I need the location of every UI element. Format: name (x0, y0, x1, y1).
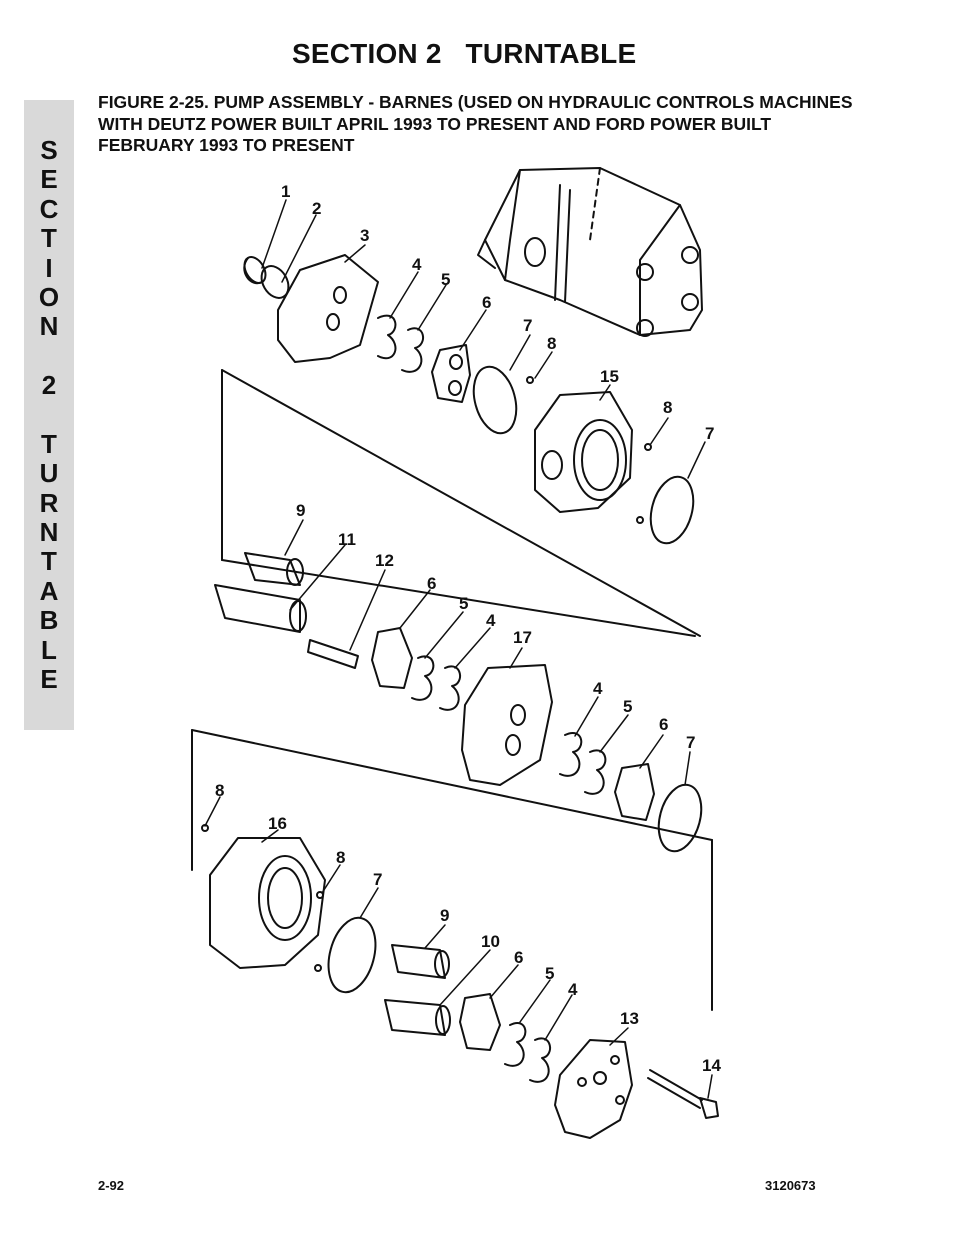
side-letter: R (39, 487, 59, 518)
callout-7d: 7 (373, 870, 382, 889)
callout-6: 6 (482, 293, 491, 312)
callout-2: 2 (312, 199, 321, 218)
section-side-tab: S E C T I O N 2 T U R N T A B L E (24, 100, 74, 730)
callout-5d: 5 (545, 964, 554, 983)
side-letter: U (39, 458, 59, 489)
side-tab-letters: S E C T I O N 2 T U R N T A B L E (24, 135, 74, 695)
callout-9: 9 (296, 501, 305, 520)
callout-4d: 4 (568, 980, 578, 999)
figure-caption: FIGURE 2-25. PUMP ASSEMBLY - BARNES (USE… (98, 92, 853, 155)
callout-5b: 5 (459, 594, 468, 613)
callout-13: 13 (620, 1009, 639, 1028)
callout-1: 1 (281, 182, 290, 201)
side-letter: E (40, 664, 58, 695)
callout-8d: 8 (336, 848, 345, 867)
callout-6b: 6 (427, 574, 436, 593)
plate-17-illustration (461, 664, 553, 786)
callout-8: 8 (547, 334, 556, 353)
page-number: 2-92 (98, 1178, 125, 1193)
middle-gears-illustration (214, 552, 461, 711)
row3-right-parts (559, 732, 703, 853)
callout-17: 17 (513, 628, 532, 647)
callout-11: 11 (338, 530, 356, 549)
callout-3: 3 (360, 226, 369, 245)
side-letter: N (39, 517, 59, 548)
page-title: SECTION 2 TURNTABLE (292, 38, 637, 69)
side-letter: S (40, 135, 58, 165)
callout-8b: 8 (663, 398, 672, 417)
callout-15: 15 (600, 367, 619, 386)
callout-14: 14 (702, 1056, 721, 1075)
bottom-gears-illustration (384, 944, 551, 1083)
side-letter: T (41, 546, 57, 577)
body-16-illustration (201, 824, 377, 994)
side-letter: T (41, 428, 57, 459)
side-letter: E (40, 164, 58, 195)
callout-leader-lines (204, 199, 713, 1099)
callout-7c: 7 (686, 733, 695, 752)
callout-16: 16 (268, 814, 287, 833)
side-letter: 2 (41, 370, 57, 401)
callout-4b: 4 (486, 611, 496, 630)
body-15-illustration (534, 391, 695, 545)
callout-7b: 7 (705, 424, 714, 443)
callout-5: 5 (441, 270, 450, 289)
assembled-pump-illustration (477, 167, 703, 337)
side-letter: N (39, 311, 59, 342)
end-cover-13-illustration (554, 1039, 633, 1139)
callout-6c: 6 (659, 715, 668, 734)
callout-8c: 8 (215, 781, 224, 800)
callout-6d: 6 (514, 948, 523, 967)
callout-10: 10 (481, 932, 500, 951)
document-number: 3120673 (765, 1178, 816, 1193)
callout-7: 7 (523, 316, 532, 335)
callout-5c: 5 (623, 697, 632, 716)
row1-parts (243, 254, 534, 435)
side-letter: B (39, 605, 59, 636)
side-letter: C (39, 193, 59, 224)
side-letter: O (38, 281, 60, 312)
callout-9b: 9 (440, 906, 449, 925)
side-letter: I (45, 252, 53, 283)
side-letter: L (41, 634, 57, 665)
callout-4c: 4 (593, 679, 603, 698)
side-letter: T (41, 223, 57, 254)
callout-4: 4 (412, 255, 422, 274)
callout-12: 12 (375, 551, 394, 570)
bolt-14-illustration (647, 1069, 719, 1119)
side-letter: A (39, 575, 59, 606)
